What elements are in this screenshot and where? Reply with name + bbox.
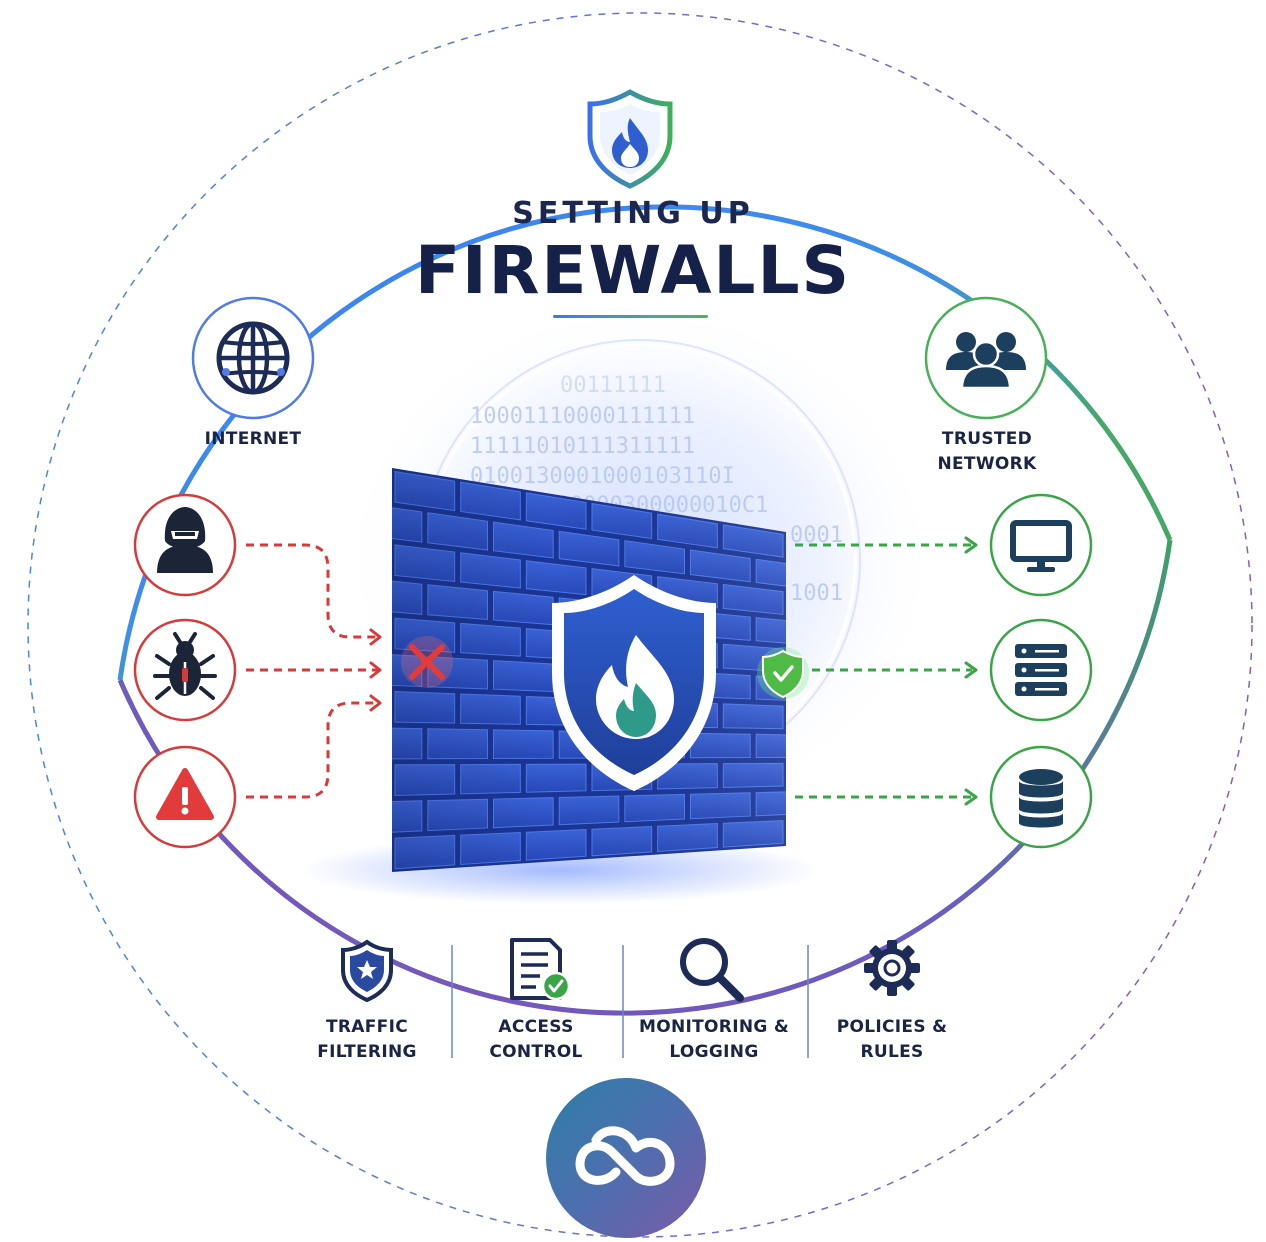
feature-traffic-filtering: TRAFFIC FILTERING (267, 1015, 467, 1065)
inner-ring-bottom (117, 539, 1173, 1016)
document-check-icon (510, 938, 571, 1001)
binary-row: 10001110000111111 (470, 404, 695, 429)
header-subtitle: SETTING UP (512, 196, 754, 231)
gear-icon (864, 940, 920, 996)
trusted-network-label: TRUSTED NETWORK (887, 427, 1087, 477)
feature-line2: FILTERING (317, 1042, 417, 1062)
feature-line1: POLICIES & (836, 1017, 948, 1037)
x-icon (401, 636, 453, 688)
feature-access-control: ACCESS CONTROL (436, 1015, 636, 1065)
binary-row: 0100130001000103110I (470, 464, 735, 489)
threat-arrows (246, 543, 378, 799)
cloud-logo-icon (546, 1078, 706, 1238)
check-shield-icon (757, 647, 809, 699)
feature-line2: CONTROL (489, 1042, 583, 1062)
warning-icon (133, 745, 237, 849)
page-title: FIREWALLS (414, 232, 852, 309)
feature-policies-rules: POLICIES & RULES (792, 1015, 992, 1065)
database-icon (989, 745, 1093, 849)
users-icon (924, 296, 1048, 420)
shield-icon (341, 939, 393, 1003)
feature-line1: MONITORING & (639, 1017, 789, 1037)
trusted-label-line1: TRUSTED (941, 429, 1033, 449)
firewall-shield-icon (552, 575, 716, 791)
binary-row: 00111111 (560, 373, 666, 398)
feature-line2: LOGGING (669, 1042, 759, 1062)
safe-arrows (795, 543, 972, 799)
server-icon (989, 618, 1093, 722)
feature-line2: RULES (860, 1042, 924, 1062)
binary-row: 1001 (790, 581, 843, 606)
internet-label: INTERNET (204, 429, 302, 449)
threat-arrow-3 (246, 701, 378, 799)
feature-dividers (451, 945, 809, 1058)
outer-dashed-ring (27, 12, 1253, 1238)
trusted-label-line2: NETWORK (937, 454, 1037, 474)
header-shield-icon (587, 89, 673, 189)
binary-row: 11111010111311111 (470, 434, 695, 459)
globe-icon (191, 296, 315, 420)
feature-monitoring-logging: MONITORING & LOGGING (614, 1015, 814, 1065)
feature-line1: ACCESS (498, 1017, 574, 1037)
threat-arrow-1 (246, 543, 378, 639)
feature-line1: TRAFFIC (326, 1017, 408, 1037)
bug-icon (133, 618, 237, 722)
monitor-icon (989, 493, 1093, 597)
search-icon (680, 938, 744, 1002)
hacker-icon (133, 493, 237, 597)
